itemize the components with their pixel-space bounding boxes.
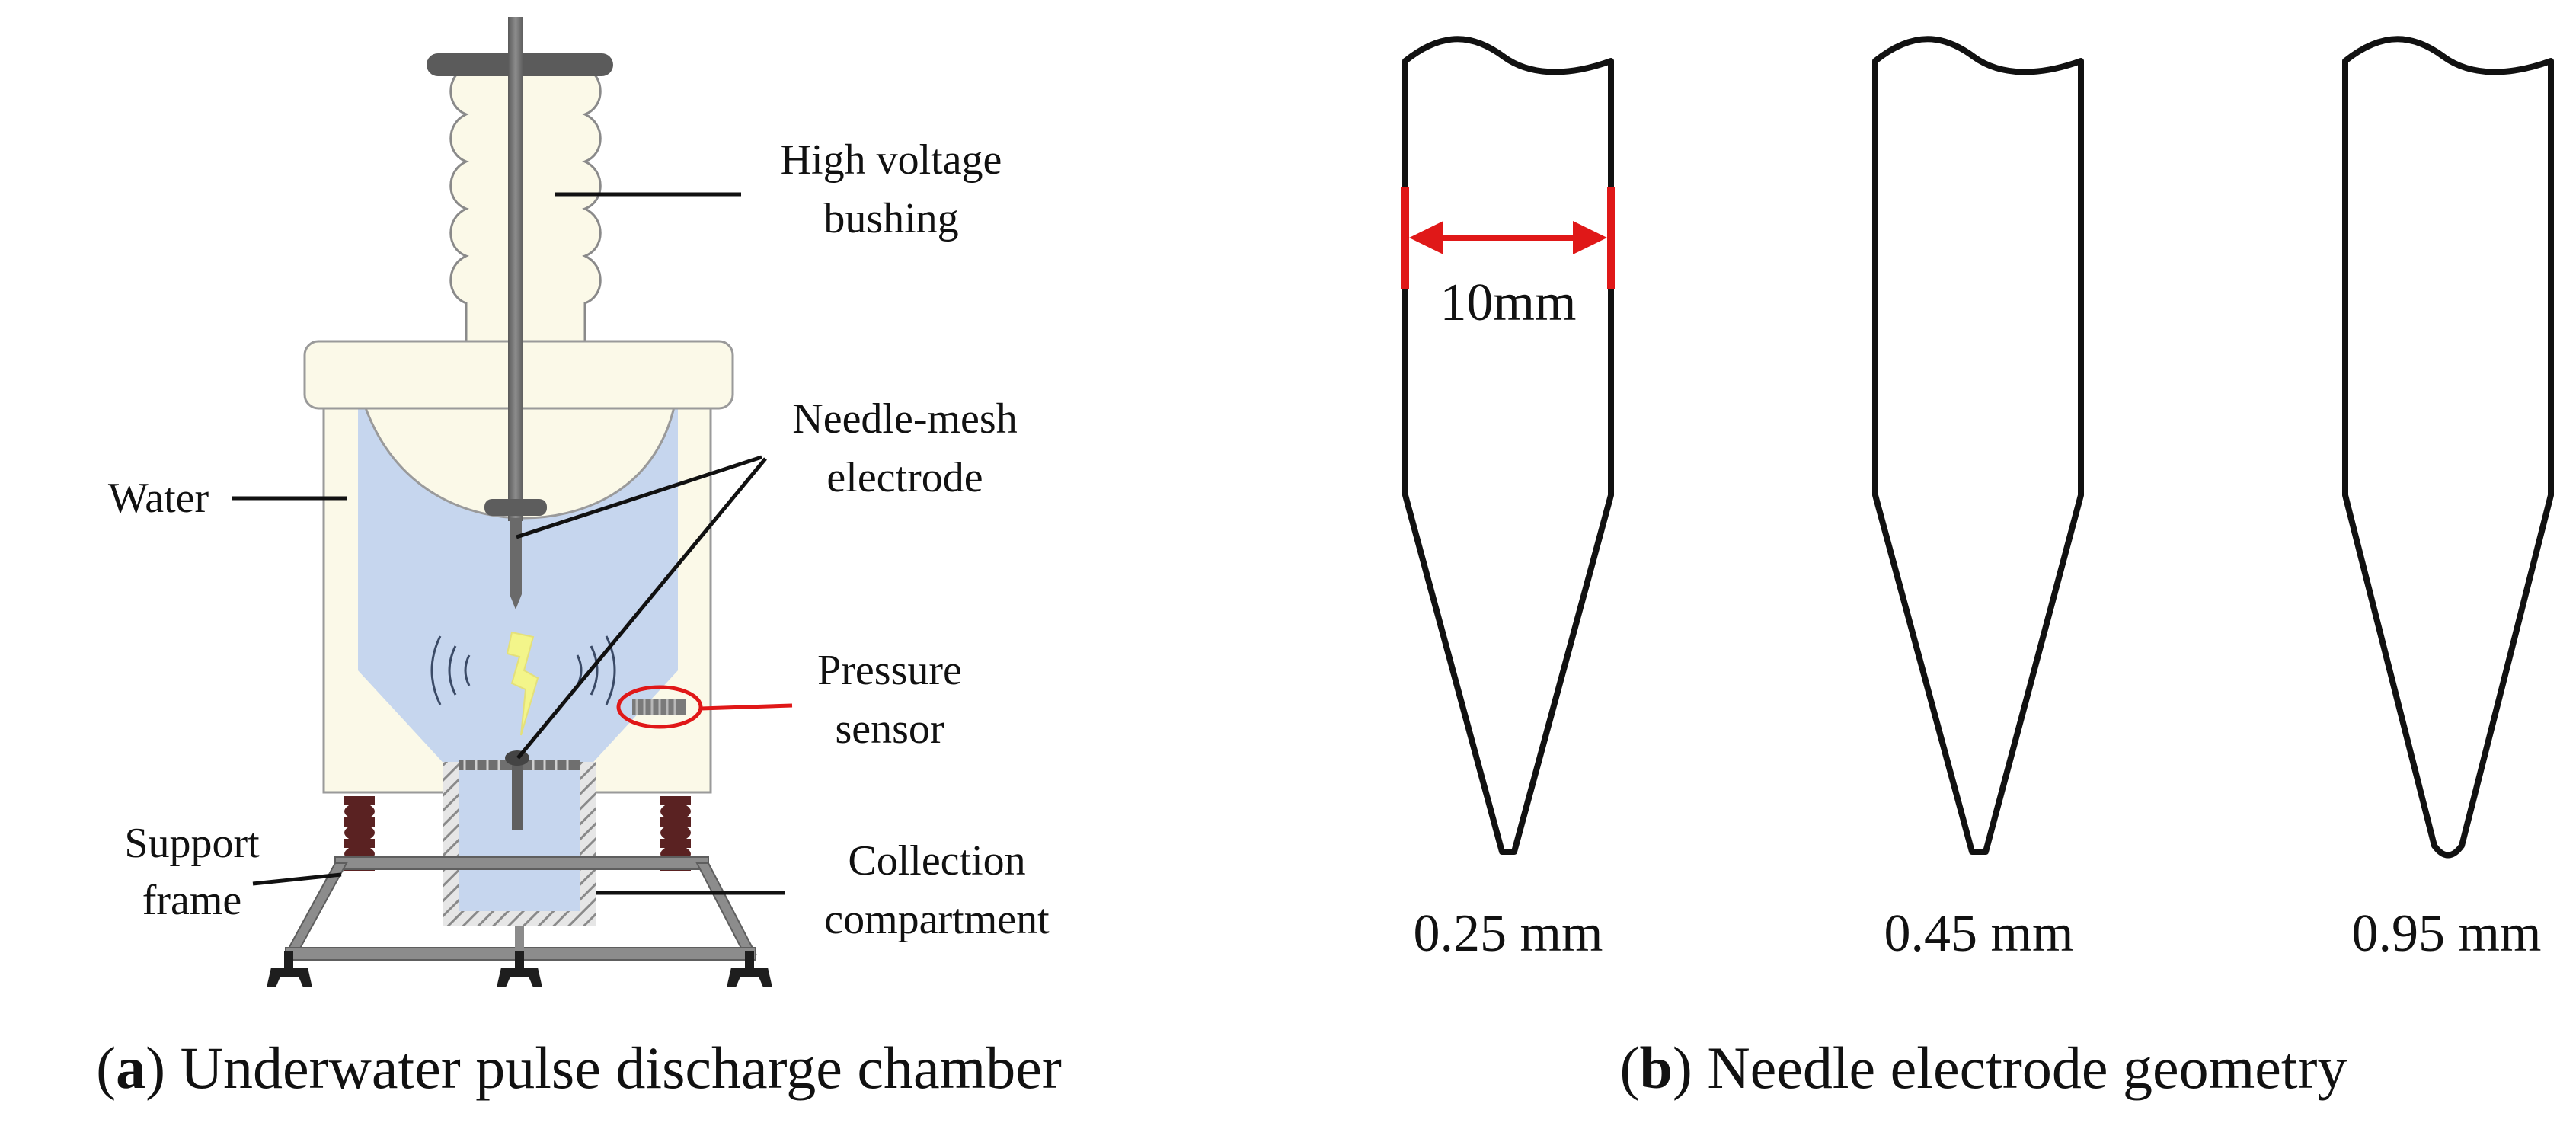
label-support-line2: frame	[142, 877, 242, 924]
label-support-line1: Support	[124, 820, 260, 867]
needle-profile-1	[1402, 36, 1614, 855]
label-collection-line1: Collection	[848, 837, 1025, 884]
label-electrode-line1: Needle-mesh	[792, 395, 1017, 443]
support-insulators	[344, 796, 691, 871]
tip-label-2: 0.45 mm	[1884, 904, 2074, 963]
label-bushing-line2: bushing	[823, 195, 958, 242]
caption-b: (b) Needle electrode geometry	[1619, 1035, 2347, 1101]
caption-a-letter: a	[116, 1035, 145, 1101]
support-frame	[267, 856, 772, 987]
caption-a: (a) Underwater pulse discharge chamber	[96, 1035, 1062, 1101]
diameter-label: 10mm	[1440, 274, 1577, 332]
label-sensor-line2: sensor	[835, 705, 944, 753]
caption-b-text: Needle electrode geometry	[1707, 1035, 2347, 1101]
caption-b-letter: b	[1639, 1035, 1672, 1101]
collection-compartment	[443, 750, 596, 926]
needle-profile-3	[2342, 36, 2554, 859]
label-collection-line2: compartment	[824, 896, 1050, 943]
sensor-leader-line	[700, 703, 793, 711]
needle-electrode-rod	[484, 17, 547, 609]
diameter-dimension	[1401, 187, 1615, 289]
panel-a-chamber: High voltage bushing Needle-mesh electro…	[96, 17, 1062, 1101]
panel-b-needles	[1402, 36, 2554, 859]
needle-profile-2	[1872, 36, 2084, 855]
tip-label-3: 0.95 mm	[2352, 904, 2542, 963]
discharge-spark-icon	[506, 631, 539, 736]
label-water: Water	[108, 475, 209, 522]
label-sensor-line1: Pressure	[817, 647, 962, 694]
leader-lines	[232, 192, 785, 895]
tip-label-1: 0.25 mm	[1414, 904, 1603, 963]
caption-a-text: Underwater pulse discharge chamber	[181, 1035, 1062, 1101]
label-electrode-line2: electrode	[826, 454, 983, 501]
label-bushing-line1: High voltage	[781, 136, 1002, 184]
